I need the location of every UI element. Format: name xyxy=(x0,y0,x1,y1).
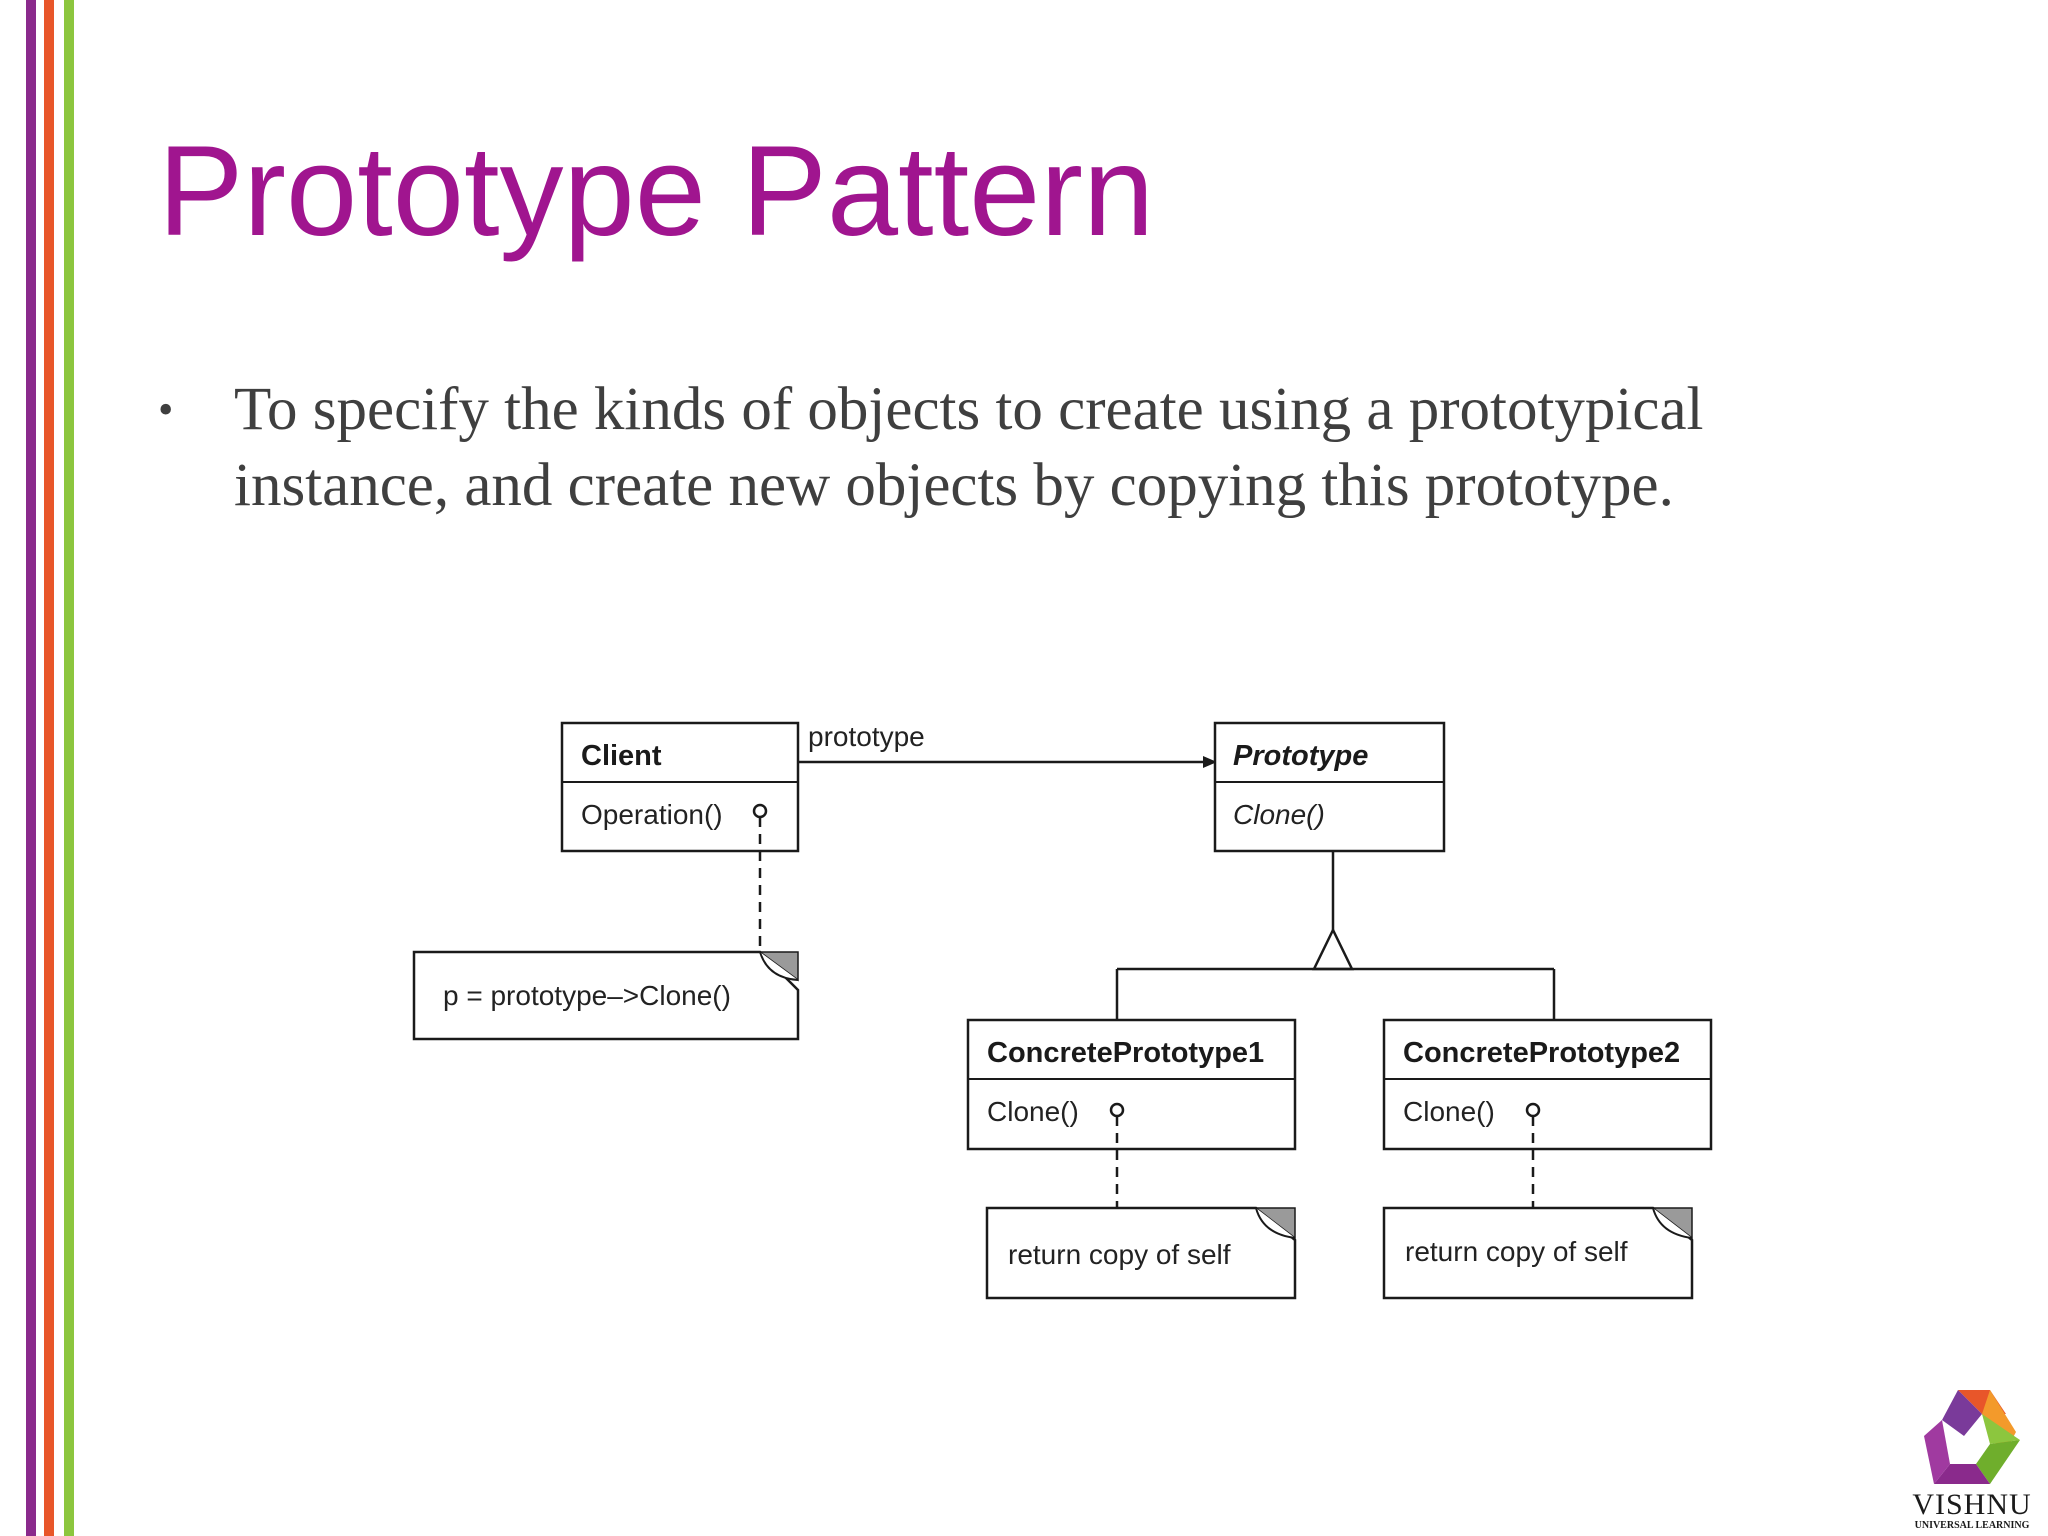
note-concrete-prototype-1-text: return copy of self xyxy=(1008,1239,1231,1270)
note-anchor-icon xyxy=(1109,1102,1125,1118)
class-concrete-prototype-1-name: ConcretePrototype1 xyxy=(987,1037,1264,1069)
inheritance-connector xyxy=(1115,851,1556,1020)
class-concrete-prototype-2-operation: Clone() xyxy=(1403,1096,1495,1127)
note-client: p = prototype–>Clone() xyxy=(412,950,800,1041)
bullet-text: To specify the kinds of objects to creat… xyxy=(234,376,1704,519)
logo-subtitle: UNIVERSAL LEARNING xyxy=(1914,1520,2030,1531)
bullet-icon: • xyxy=(158,385,174,434)
slide-title: Prototype Pattern xyxy=(158,120,1155,263)
note-anchor-icon xyxy=(752,803,768,819)
accent-stripe-orange xyxy=(44,0,54,1536)
vishnu-logo: VISHNU UNIVERSAL LEARNING xyxy=(1904,1384,2040,1532)
association-label: prototype xyxy=(808,721,925,752)
inheritance-triangle-icon xyxy=(1312,927,1354,971)
class-prototype: Prototype Clone() xyxy=(1213,721,1446,853)
note-client-text: p = prototype–>Clone() xyxy=(443,980,731,1011)
note-anchor-icon xyxy=(1525,1102,1541,1118)
accent-stripe-green xyxy=(64,0,74,1536)
class-client-operation: Operation() xyxy=(581,799,723,830)
accent-stripe-purple xyxy=(26,0,36,1536)
vishnu-logo-icon xyxy=(1924,1390,2020,1484)
class-concrete-prototype-2-name: ConcretePrototype2 xyxy=(1403,1037,1680,1069)
note-concrete-prototype-1: return copy of self xyxy=(985,1206,1297,1300)
class-client: Client Operation() xyxy=(560,721,800,853)
class-prototype-operation: Clone() xyxy=(1233,799,1325,830)
class-prototype-name: Prototype xyxy=(1233,740,1368,772)
logo-name: VISHNU xyxy=(1912,1488,2032,1521)
class-concrete-prototype-2: ConcretePrototype2 Clone() xyxy=(1382,1018,1713,1151)
class-concrete-prototype-1: ConcretePrototype1 Clone() xyxy=(966,1018,1297,1151)
bullet-item: • To specify the kinds of objects to cre… xyxy=(158,372,1858,524)
class-concrete-prototype-1-operation: Clone() xyxy=(987,1096,1079,1127)
note-concrete-prototype-2-text: return copy of self xyxy=(1405,1236,1628,1267)
class-client-name: Client xyxy=(581,740,662,772)
note-concrete-prototype-2: return copy of self xyxy=(1382,1206,1694,1300)
